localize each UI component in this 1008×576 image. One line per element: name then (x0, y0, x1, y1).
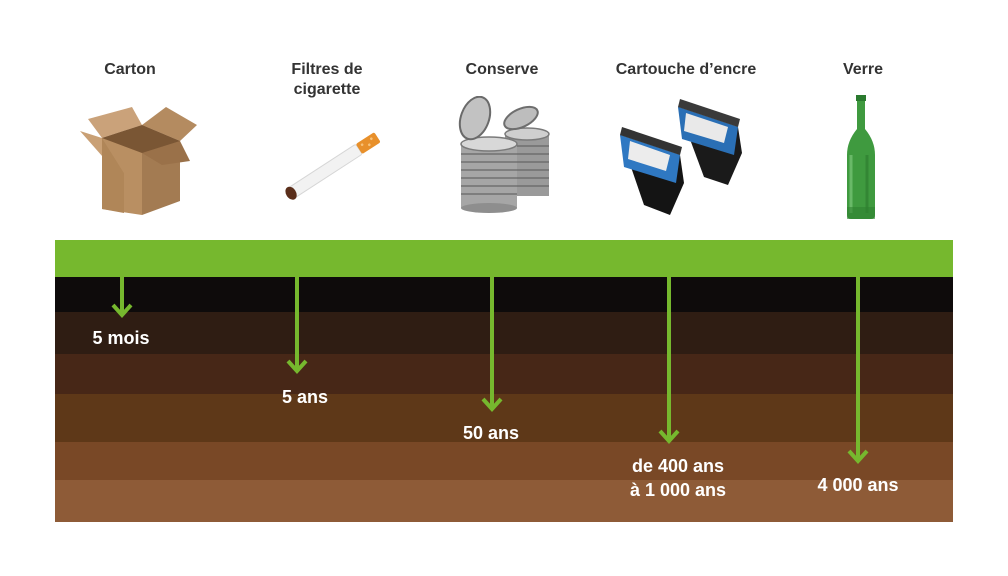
item-label-ink-cartridge: Cartouche d’encre (615, 61, 757, 78)
soil-layer-1 (55, 277, 953, 312)
glass-bottle-icon (847, 95, 875, 219)
duration-carton: 5 mois (92, 328, 150, 348)
tin-cans-icon (458, 96, 550, 213)
soil-layer-5 (55, 442, 953, 480)
arrow-cigarette (286, 276, 308, 374)
duration-can: 50 ans (462, 423, 520, 443)
arrow-carton (111, 276, 133, 318)
soil-layer-4 (55, 394, 953, 442)
cardboard-box-icon (80, 107, 197, 215)
cigarette-icon (285, 132, 380, 200)
soil-layer-3 (55, 354, 953, 394)
arrow-glass (847, 276, 869, 464)
arrow-ink-cartridge (658, 276, 680, 444)
item-label-cigarette-filters: Filtres de cigarette (291, 61, 363, 98)
item-label-can: Conserve (465, 61, 539, 78)
duration-ink-cartridge: de 400 ans à 1 000 ans (629, 456, 727, 500)
grass-layer (55, 240, 953, 277)
duration-glass: 4 000 ans (817, 475, 899, 495)
item-label-carton: Carton (104, 61, 156, 78)
soil-layer-6 (55, 480, 953, 522)
soil-layer-2 (55, 312, 953, 354)
item-label-glass: Verre (842, 61, 884, 78)
duration-cigarette: 5 ans (281, 387, 329, 407)
arrow-can (481, 276, 503, 412)
ink-cartridges-icon (620, 99, 742, 215)
